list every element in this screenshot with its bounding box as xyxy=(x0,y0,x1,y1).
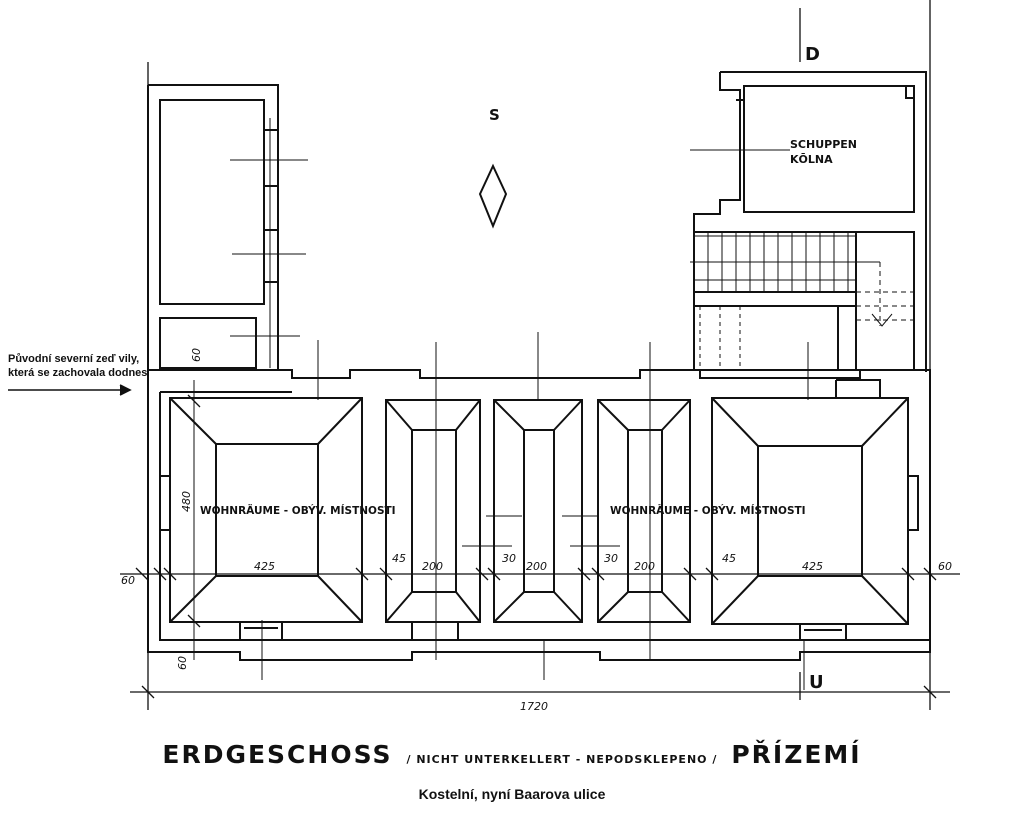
annotation-line-1: Původní severní zeď vily, xyxy=(8,353,140,365)
north-label: S xyxy=(489,106,500,124)
section-mark-top: D xyxy=(805,44,820,65)
dim-left-room: 425 xyxy=(254,560,275,573)
annotation-arrow-icon xyxy=(8,384,132,396)
dim-w30a: 30 xyxy=(502,552,516,565)
shed-room xyxy=(743,85,915,213)
dim-room4: 200 xyxy=(634,560,655,573)
room-2-inner xyxy=(411,429,457,593)
room-4-inner xyxy=(627,429,663,593)
dim-left-wall: 60 xyxy=(121,574,135,587)
annotation-line-2: která se zachovala dodnes xyxy=(8,367,148,379)
center-room xyxy=(493,399,583,623)
room-2 xyxy=(385,399,481,623)
section-mark-bottom: U xyxy=(809,672,824,693)
shed-label-2: KŌLNA xyxy=(790,153,833,166)
title-german: ERDGESCHOSS xyxy=(162,740,393,769)
dim-total: 1720 xyxy=(520,700,548,713)
dim-room3: 200 xyxy=(526,560,547,573)
shed-outline xyxy=(693,71,927,372)
title-czech: PŘÍZEMÍ xyxy=(731,740,862,769)
dim-wall-gap: 60 xyxy=(190,348,203,362)
street-caption: Kostelní, nyní Baarova ulice xyxy=(418,786,606,802)
living-rooms-label-left: WOHNRÄUME - OBÝV. MÍSTNOSTI xyxy=(200,503,396,517)
annotation-note: Původní severní zeď vily, která se zacho… xyxy=(8,352,158,380)
right-room xyxy=(711,397,909,625)
shed-label-1: SCHUPPEN xyxy=(790,138,857,151)
plan-title: ERDGESCHOSS / NICHT UNTERKELLERT - NEPODS… xyxy=(0,740,1024,769)
dim-bottom-left: 60 xyxy=(176,656,189,670)
living-rooms-label-right: WOHNRÄUME - OBÝV. MÍSTNOSTI xyxy=(610,503,806,517)
north-wall xyxy=(147,84,279,370)
dim-right-wall: 60 xyxy=(938,560,952,573)
house-inner-wall xyxy=(159,391,930,641)
dim-height: 480 xyxy=(180,491,193,512)
left-annex-small xyxy=(159,317,257,369)
dim-w45b: 45 xyxy=(722,552,736,565)
stairs xyxy=(693,231,915,371)
north-arrow-icon xyxy=(478,163,508,229)
center-room-inner xyxy=(523,429,555,593)
title-note: / NICHT UNTERKELLERT - NEPODSKLEPENO / xyxy=(406,753,718,766)
left-room-inner xyxy=(215,443,319,577)
dim-right-room: 425 xyxy=(802,560,823,573)
dim-w30b: 30 xyxy=(604,552,618,565)
dim-w45a: 45 xyxy=(392,552,406,565)
right-room-inner xyxy=(757,445,863,577)
room-4 xyxy=(597,399,691,623)
dim-room2: 200 xyxy=(422,560,443,573)
